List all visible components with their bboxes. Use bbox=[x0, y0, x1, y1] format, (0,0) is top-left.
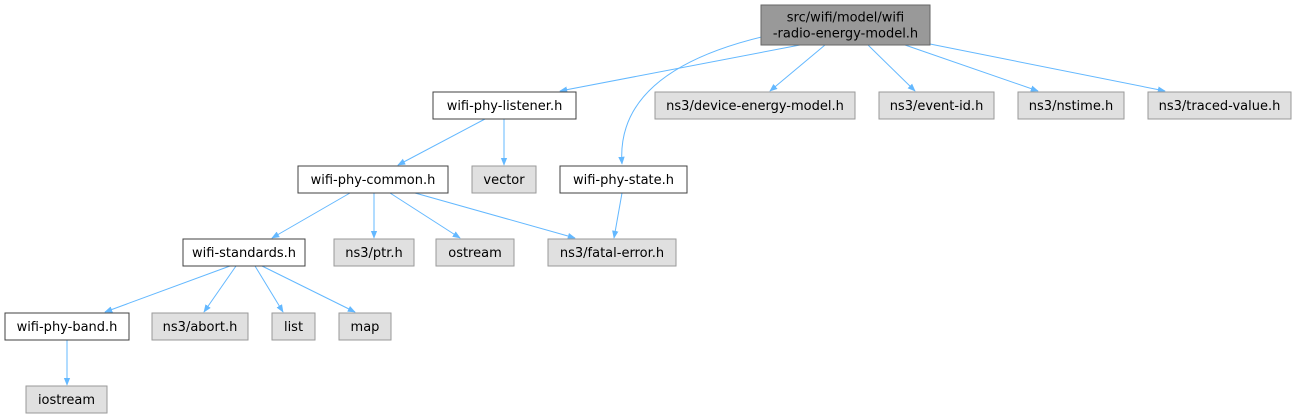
node-box bbox=[182, 238, 306, 267]
edge-root-to-traced-value bbox=[929, 43, 1166, 93]
node-box bbox=[297, 165, 449, 194]
edge-standards-to-list bbox=[254, 265, 284, 313]
node-label: wifi-phy-common.h bbox=[311, 173, 436, 188]
node-label: ns3/ptr.h bbox=[345, 246, 403, 261]
edge-standards-to-map bbox=[261, 265, 356, 313]
node-box bbox=[1147, 91, 1292, 120]
edge-root-to-nstime bbox=[904, 44, 1039, 92]
node-box bbox=[878, 91, 995, 120]
node-label: ns3/event-id.h bbox=[890, 99, 984, 114]
node-band[interactable]: wifi-phy-band.h bbox=[4, 312, 130, 341]
node-box bbox=[25, 385, 108, 414]
node-label: ns3/traced-value.h bbox=[1159, 99, 1281, 114]
node-label: iostream bbox=[38, 393, 95, 408]
node-label: wifi-standards.h bbox=[192, 246, 296, 261]
node-nstime: ns3/nstime.h bbox=[1017, 91, 1125, 120]
node-label: ostream bbox=[448, 246, 502, 261]
node-box bbox=[333, 238, 415, 267]
node-standards[interactable]: wifi-standards.h bbox=[182, 238, 306, 267]
edge-listener-to-common bbox=[397, 118, 486, 166]
node-box bbox=[654, 91, 856, 120]
node-list: list bbox=[271, 312, 316, 341]
node-label: ns3/fatal-error.h bbox=[560, 246, 664, 261]
node-fatal-error: ns3/fatal-error.h bbox=[547, 238, 677, 267]
node-box bbox=[271, 312, 316, 341]
edge-root-to-state bbox=[618, 34, 771, 165]
node-iostream: iostream bbox=[25, 385, 108, 414]
node-label: -radio-energy-model.h bbox=[773, 27, 918, 42]
node-label: vector bbox=[483, 173, 525, 188]
node-label: wifi-phy-state.h bbox=[573, 173, 674, 188]
edge-standards-to-abort bbox=[203, 265, 237, 313]
node-state[interactable]: wifi-phy-state.h bbox=[559, 165, 688, 194]
node-abort: ns3/abort.h bbox=[151, 312, 249, 341]
edge-common-to-fatal-error bbox=[414, 192, 576, 240]
node-device-energy: ns3/device-energy-model.h bbox=[654, 91, 856, 120]
node-common[interactable]: wifi-phy-common.h bbox=[297, 165, 449, 194]
node-label: ns3/nstime.h bbox=[1029, 99, 1113, 114]
node-root[interactable]: src/wifi/model/wifi-radio-energy-model.h bbox=[760, 4, 931, 46]
node-box bbox=[4, 312, 130, 341]
edges-layer bbox=[63, 34, 1166, 386]
node-listener[interactable]: wifi-phy-listener.h bbox=[432, 91, 577, 120]
node-label: ns3/device-energy-model.h bbox=[666, 99, 844, 114]
node-ostream: ostream bbox=[435, 238, 515, 267]
node-vector: vector bbox=[471, 165, 537, 194]
node-label: wifi-phy-listener.h bbox=[447, 99, 563, 114]
node-box bbox=[1017, 91, 1125, 120]
node-label: src/wifi/model/wifi bbox=[787, 11, 904, 26]
node-traced-value: ns3/traced-value.h bbox=[1147, 91, 1292, 120]
node-map: map bbox=[338, 312, 392, 341]
nodes-layer: src/wifi/model/wifi-radio-energy-model.h… bbox=[4, 4, 1292, 414]
node-box bbox=[432, 91, 577, 120]
node-box bbox=[471, 165, 537, 194]
node-label: ns3/abort.h bbox=[163, 320, 238, 335]
node-box bbox=[559, 165, 688, 194]
node-ptr: ns3/ptr.h bbox=[333, 238, 415, 267]
node-box bbox=[760, 4, 931, 46]
node-event-id: ns3/event-id.h bbox=[878, 91, 995, 120]
edge-state-to-fatal-error bbox=[612, 192, 623, 239]
edge-standards-to-band bbox=[104, 265, 231, 313]
node-box bbox=[435, 238, 515, 267]
edge-common-to-standards bbox=[271, 192, 351, 239]
node-box bbox=[151, 312, 249, 341]
node-box bbox=[338, 312, 392, 341]
edge-common-to-ostream bbox=[389, 192, 461, 239]
node-label: wifi-phy-band.h bbox=[17, 320, 118, 335]
node-label: map bbox=[351, 320, 380, 335]
edge-root-to-device-energy bbox=[769, 44, 826, 92]
edge-root-to-event-id bbox=[867, 44, 916, 92]
node-label: list bbox=[284, 320, 303, 335]
node-box bbox=[547, 238, 677, 267]
